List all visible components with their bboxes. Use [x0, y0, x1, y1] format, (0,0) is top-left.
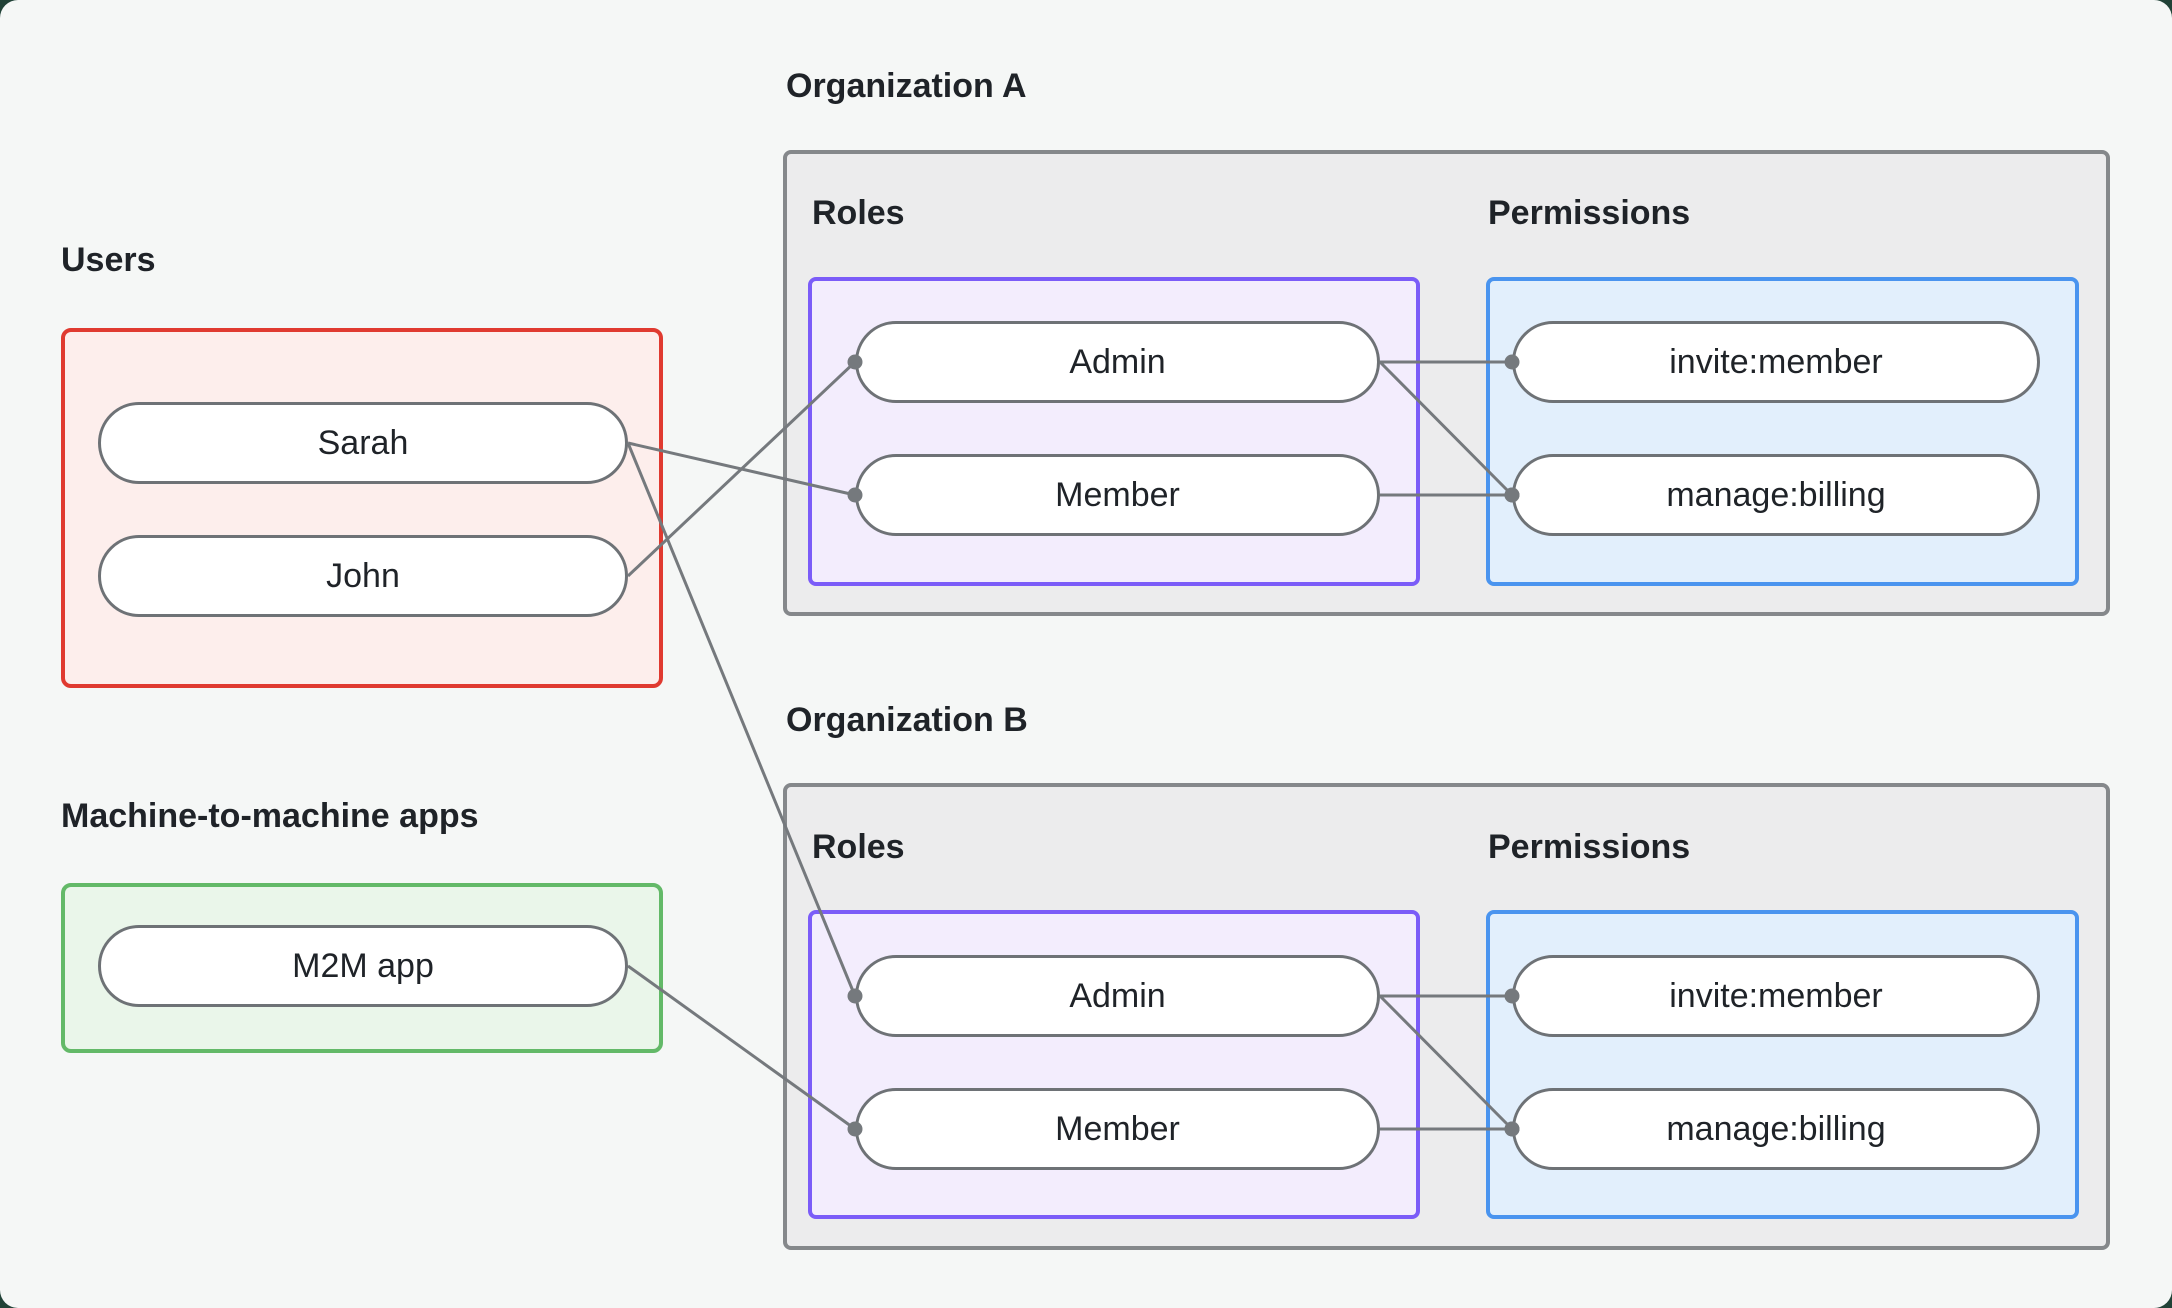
org-a-permissions-label: Permissions — [1488, 194, 1691, 232]
org-a-role-member: Member — [855, 454, 1380, 536]
org-b-permission-manage-billing: manage:billing — [1512, 1088, 2040, 1170]
m2m-group-label: Machine-to-machine apps — [61, 797, 479, 835]
org-b-permission-invite-member: invite:member — [1512, 955, 2040, 1037]
user-node-sarah: Sarah — [98, 402, 628, 484]
org-a-permission-manage-billing: manage:billing — [1512, 454, 2040, 536]
users-group-box — [61, 328, 663, 688]
org-a-permission-invite-member: invite:member — [1512, 321, 2040, 403]
user-node-john: John — [98, 535, 628, 617]
m2m-app-node: M2M app — [98, 925, 628, 1007]
org-a-title: Organization A — [786, 67, 1027, 105]
users-group-label: Users — [61, 241, 156, 279]
org-b-roles-label: Roles — [812, 828, 905, 866]
org-b-permissions-label: Permissions — [1488, 828, 1691, 866]
org-b-role-admin: Admin — [855, 955, 1380, 1037]
org-b-role-member: Member — [855, 1088, 1380, 1170]
org-a-roles-label: Roles — [812, 194, 905, 232]
org-b-title: Organization B — [786, 701, 1028, 739]
org-a-role-admin: Admin — [855, 321, 1380, 403]
